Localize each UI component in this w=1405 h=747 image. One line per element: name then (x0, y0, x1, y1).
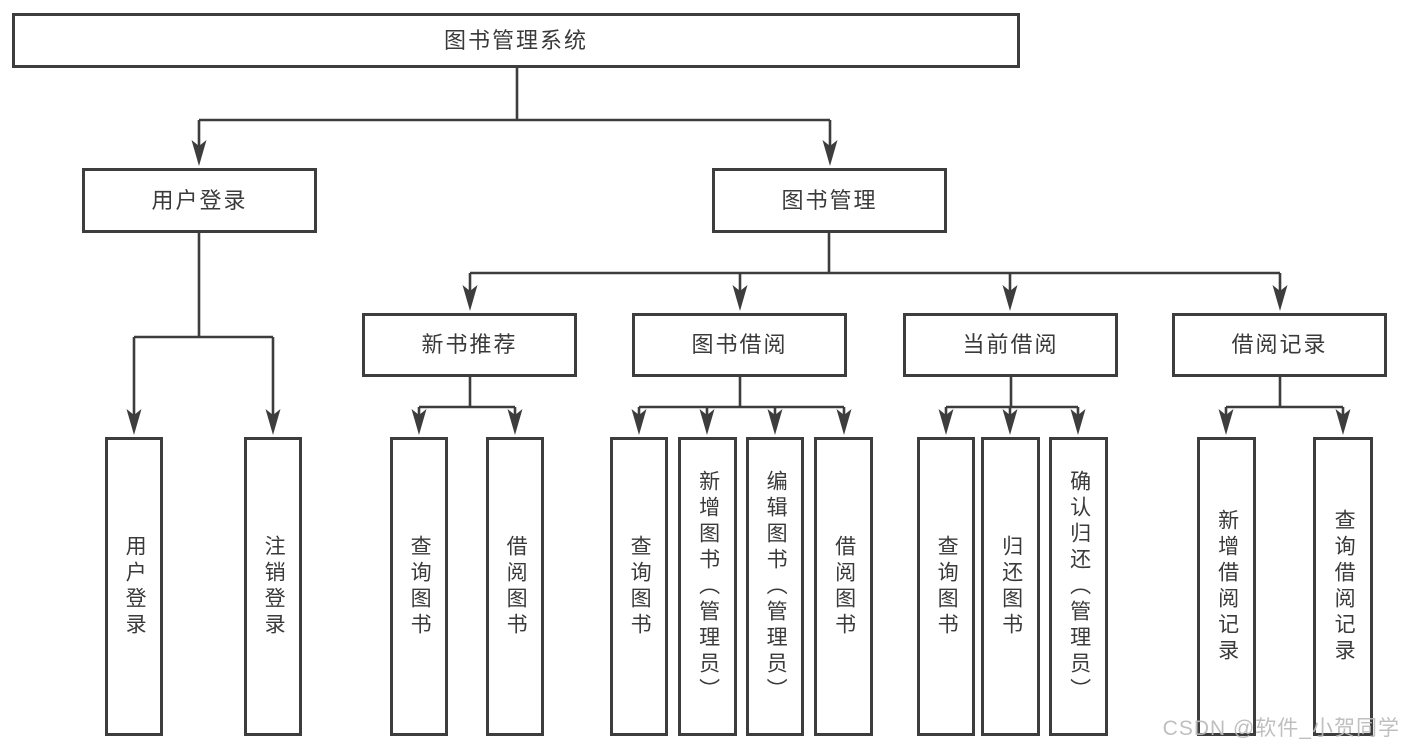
node-book-borrow: 图书借阅 (632, 313, 847, 377)
leaf-borrow-books-1: 借阅图书 (486, 437, 544, 736)
arrowheads (126, 140, 1351, 435)
leaf-query-books-2: 查询图书 (610, 437, 668, 736)
leaf-add-books-admin: 新增图书（管理员） (678, 437, 737, 736)
leaf-query-books-1: 查询图书 (390, 437, 448, 736)
leaf-logout: 注销登录 (244, 437, 302, 736)
node-root: 图书管理系统 (12, 13, 1020, 68)
leaf-confirm-return-admin: 确认归还（管理员） (1049, 437, 1108, 736)
node-new-book-recommend: 新书推荐 (362, 313, 577, 377)
leaf-add-borrow-record: 新增借阅记录 (1197, 437, 1256, 736)
leaf-edit-books-admin: 编辑图书（管理员） (746, 437, 804, 736)
csdn-watermark: CSDN @软件_小贺同学 (1162, 717, 1400, 740)
leaf-query-books-3: 查询图书 (917, 437, 975, 736)
node-current-borrow: 当前借阅 (903, 313, 1118, 377)
connector-strokes (132, 68, 1345, 416)
node-book-management: 图书管理 (712, 168, 947, 233)
leaf-return-books: 归还图书 (981, 437, 1040, 736)
node-borrow-records: 借阅记录 (1172, 313, 1387, 377)
leaf-borrow-books-2: 借阅图书 (814, 437, 873, 736)
node-user-login: 用户登录 (82, 168, 317, 233)
leaf-query-borrow-record: 查询借阅记录 (1313, 437, 1373, 736)
leaf-user-login: 用户登录 (105, 437, 163, 736)
